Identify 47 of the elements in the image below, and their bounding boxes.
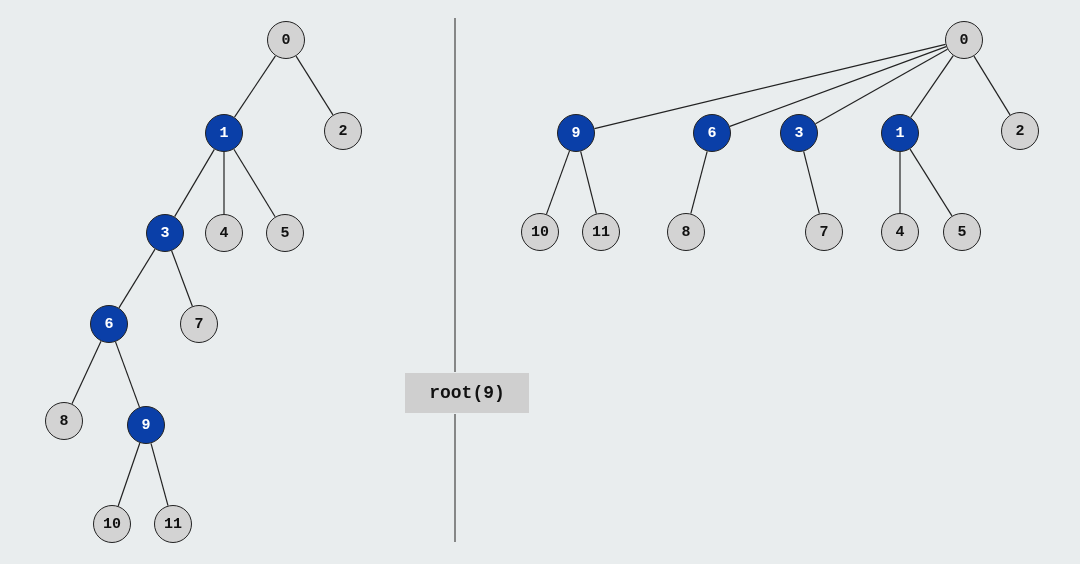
highlighted-tree-node: 3: [780, 114, 818, 152]
tree-edge: [899, 151, 901, 214]
tree-edge: [295, 55, 334, 116]
highlighted-tree-node: 3: [146, 214, 184, 252]
tree-edge: [545, 150, 571, 215]
tree-edge: [729, 46, 947, 127]
tree-edge: [593, 43, 947, 130]
highlighted-tree-node: 1: [205, 114, 243, 152]
tree-node: 8: [667, 213, 705, 251]
tree-node: 11: [582, 213, 620, 251]
tree-node: 7: [180, 305, 218, 343]
tree-node: 2: [1001, 112, 1039, 150]
tree-node: 7: [805, 213, 843, 251]
tree-node: 8: [45, 402, 83, 440]
tree-node: 4: [881, 213, 919, 251]
tree-node: 0: [945, 21, 983, 59]
highlighted-tree-node: 6: [90, 305, 128, 343]
highlighted-tree-node: 9: [557, 114, 595, 152]
highlighted-tree-node: 9: [127, 406, 165, 444]
tree-edge: [803, 150, 820, 215]
tree-node: 5: [943, 213, 981, 251]
tree-edge: [909, 148, 953, 217]
highlighted-tree-node: 6: [693, 114, 731, 152]
tree-edge: [171, 250, 193, 307]
tree-node: 0: [267, 21, 305, 59]
tree-edge: [150, 442, 169, 507]
tree-edge: [233, 148, 276, 218]
tree-edge: [118, 248, 156, 309]
tree-node: 10: [93, 505, 131, 543]
tree-edge: [690, 150, 708, 215]
tree-node: 2: [324, 112, 362, 150]
tree-edge: [973, 55, 1011, 116]
tree-edge: [580, 150, 597, 215]
tree-edge: [114, 341, 141, 408]
tree-edge: [174, 148, 215, 218]
tree-edge: [71, 340, 102, 405]
tree-edge: [233, 55, 277, 118]
tree-node: 10: [521, 213, 559, 251]
highlighted-tree-node: 1: [881, 114, 919, 152]
tree-edge: [223, 151, 225, 215]
tree-node: 5: [266, 214, 304, 252]
tree-edge: [814, 48, 949, 125]
tree-node: 4: [205, 214, 243, 252]
tree-node: 11: [154, 505, 192, 543]
operation-label: root(9): [405, 373, 529, 413]
tree-edge: [117, 442, 141, 507]
tree-edge: [910, 55, 954, 118]
